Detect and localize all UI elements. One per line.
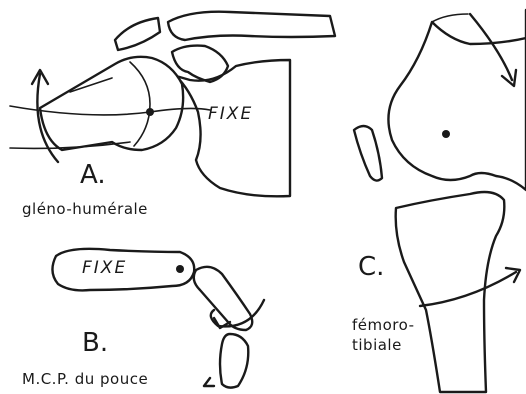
panel-c-letter: C. (358, 252, 384, 282)
panel-b-letter: B. (82, 328, 108, 358)
clavicle-shape (168, 12, 335, 40)
rotation-center-b (176, 265, 184, 273)
panel-b-caption: M.C.P. du pouce (22, 370, 148, 388)
arrow-head-b2 (204, 378, 214, 386)
acromion-fragment (115, 18, 160, 50)
panel-a-caption: gléno-humérale (22, 200, 148, 218)
fixe-label-b: FIXE (82, 258, 127, 278)
femur-shaft-left (432, 14, 468, 22)
fixe-label-a: FIXE (208, 104, 253, 124)
panel-c-drawing (354, 10, 526, 392)
femur (388, 10, 526, 190)
panel-a-drawing (10, 12, 335, 197)
scapula-body (176, 60, 290, 196)
distal-phalanx (220, 334, 248, 388)
rotation-center-c (442, 130, 450, 138)
tibia (396, 192, 505, 392)
panel-a-letter: A. (80, 160, 106, 190)
panel-c-caption-line1: fémoro- (352, 316, 415, 334)
humerus (40, 57, 183, 150)
proximal-phalanx (194, 267, 253, 330)
patella (354, 126, 382, 181)
panel-c-caption-line2: tibiale (352, 336, 402, 354)
